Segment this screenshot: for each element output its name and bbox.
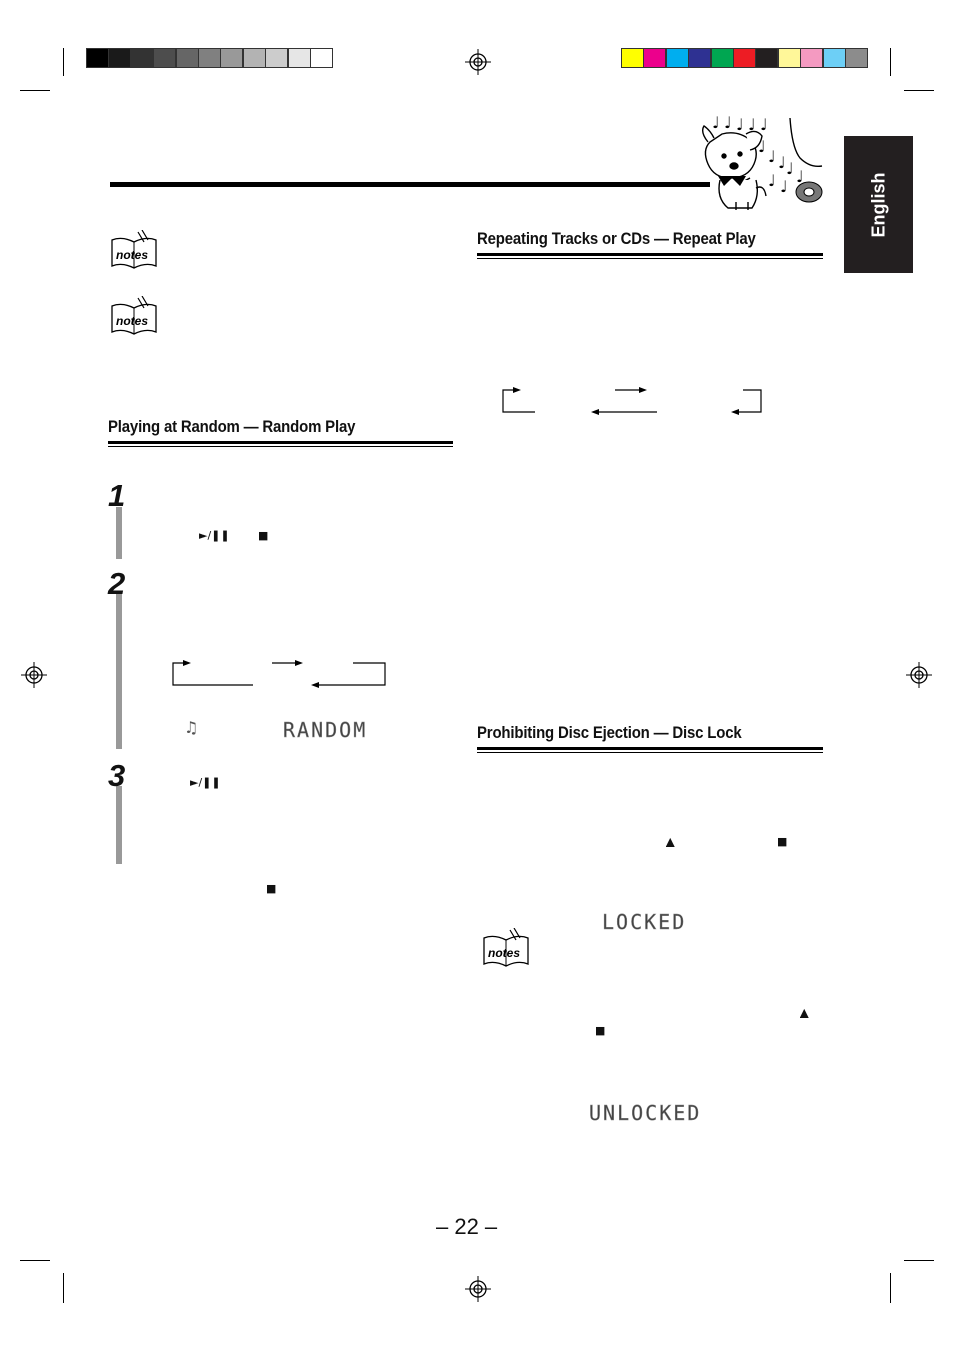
svg-text:♩: ♩ [724, 113, 732, 132]
eject-icon: ▲ [800, 1006, 809, 1019]
notes-icon: notes [483, 928, 529, 967]
step-bar [116, 507, 122, 559]
color-swatch [665, 48, 689, 68]
locked-display: LOCKED [602, 910, 687, 934]
crop-mark [890, 48, 891, 76]
color-swatch [621, 48, 644, 68]
music-note-icon: ♫ [184, 718, 199, 737]
svg-text:♩: ♩ [760, 115, 768, 134]
heading-underline [477, 253, 823, 256]
language-tab-label: English [868, 171, 888, 238]
crop-mark [890, 1273, 891, 1303]
svg-text:♩: ♩ [758, 137, 766, 156]
svg-text:♩: ♩ [712, 113, 720, 132]
heading-underline [477, 747, 823, 750]
color-swatch [845, 48, 868, 68]
repeat-play-heading: Repeating Tracks or CDs — Repeat Play [477, 229, 756, 248]
color-swatch [688, 48, 712, 68]
step-bar [116, 594, 122, 749]
eject-icon: ▲ [666, 835, 675, 848]
svg-text:notes: notes [488, 946, 520, 960]
notes-icon: notes [111, 296, 157, 335]
color-swatch [710, 48, 734, 68]
crop-mark [20, 90, 50, 91]
color-swatch [733, 48, 756, 68]
gray-swatch [287, 48, 311, 68]
crop-mark [63, 1273, 64, 1303]
svg-text:♩: ♩ [748, 115, 756, 134]
color-swatch [800, 48, 824, 68]
disc-lock-heading: Prohibiting Disc Ejection — Disc Lock [477, 723, 742, 742]
language-tab: English [844, 136, 913, 273]
play-pause-icon: ►/❚❚ [190, 776, 221, 789]
repeat-cycle-diagram [502, 387, 762, 415]
step-number: 2 [108, 566, 126, 601]
heading-underline [477, 258, 823, 259]
svg-text:♩: ♩ [768, 147, 776, 166]
registration-mark-icon [906, 662, 932, 688]
stop-icon: ■ [258, 529, 269, 542]
dog-illustration: ♩♩♩♩♩ ♩♩♩♩♩ ♩♩ [701, 113, 823, 210]
page-number: – 22 – [436, 1214, 498, 1239]
gray-swatch [242, 48, 266, 68]
random-display: RANDOM [283, 718, 368, 742]
svg-text:♩: ♩ [786, 159, 794, 178]
stop-icon: ■ [777, 835, 788, 848]
gray-swatch [198, 48, 221, 68]
color-swatch [822, 48, 846, 68]
svg-text:♩: ♩ [780, 177, 788, 196]
step-number: 3 [108, 758, 126, 793]
svg-text:notes: notes [116, 314, 148, 328]
gray-swatch [86, 48, 109, 68]
crop-mark [20, 1260, 50, 1261]
gray-swatch [108, 48, 132, 68]
svg-text:♩: ♩ [778, 153, 786, 172]
heading-underline [477, 752, 823, 753]
gray-swatch [310, 48, 333, 68]
registration-mark-icon [465, 49, 491, 75]
registration-mark-icon [465, 1276, 491, 1302]
unlocked-display: UNLOCKED [589, 1101, 702, 1125]
random-play-heading: Playing at Random — Random Play [108, 417, 356, 436]
play-pause-icon: ►/❚❚ [199, 529, 230, 542]
registration-mark-icon [21, 662, 47, 688]
gray-swatch [130, 48, 154, 68]
mode-cycle-diagram [172, 660, 386, 688]
svg-text:♩: ♩ [796, 167, 804, 186]
crop-mark [904, 90, 934, 91]
gray-swatch [175, 48, 199, 68]
header-rule [110, 182, 710, 187]
heading-underline [108, 446, 453, 447]
gray-swatch [153, 48, 177, 68]
svg-text:♩: ♩ [736, 115, 744, 134]
gray-swatch [220, 48, 244, 68]
color-swatch [643, 48, 667, 68]
color-swatch [777, 48, 801, 68]
color-swatch [755, 48, 779, 68]
step-number: 1 [108, 478, 126, 513]
crop-mark [904, 1260, 934, 1261]
stop-icon: ■ [595, 1024, 606, 1037]
notes-icon: notes [111, 230, 157, 269]
gray-swatch [265, 48, 289, 68]
stop-icon: ■ [266, 882, 277, 895]
svg-text:notes: notes [116, 248, 148, 262]
svg-text:♩: ♩ [768, 171, 776, 190]
step-bar [116, 786, 122, 864]
crop-mark [63, 48, 64, 76]
heading-underline [108, 441, 453, 444]
